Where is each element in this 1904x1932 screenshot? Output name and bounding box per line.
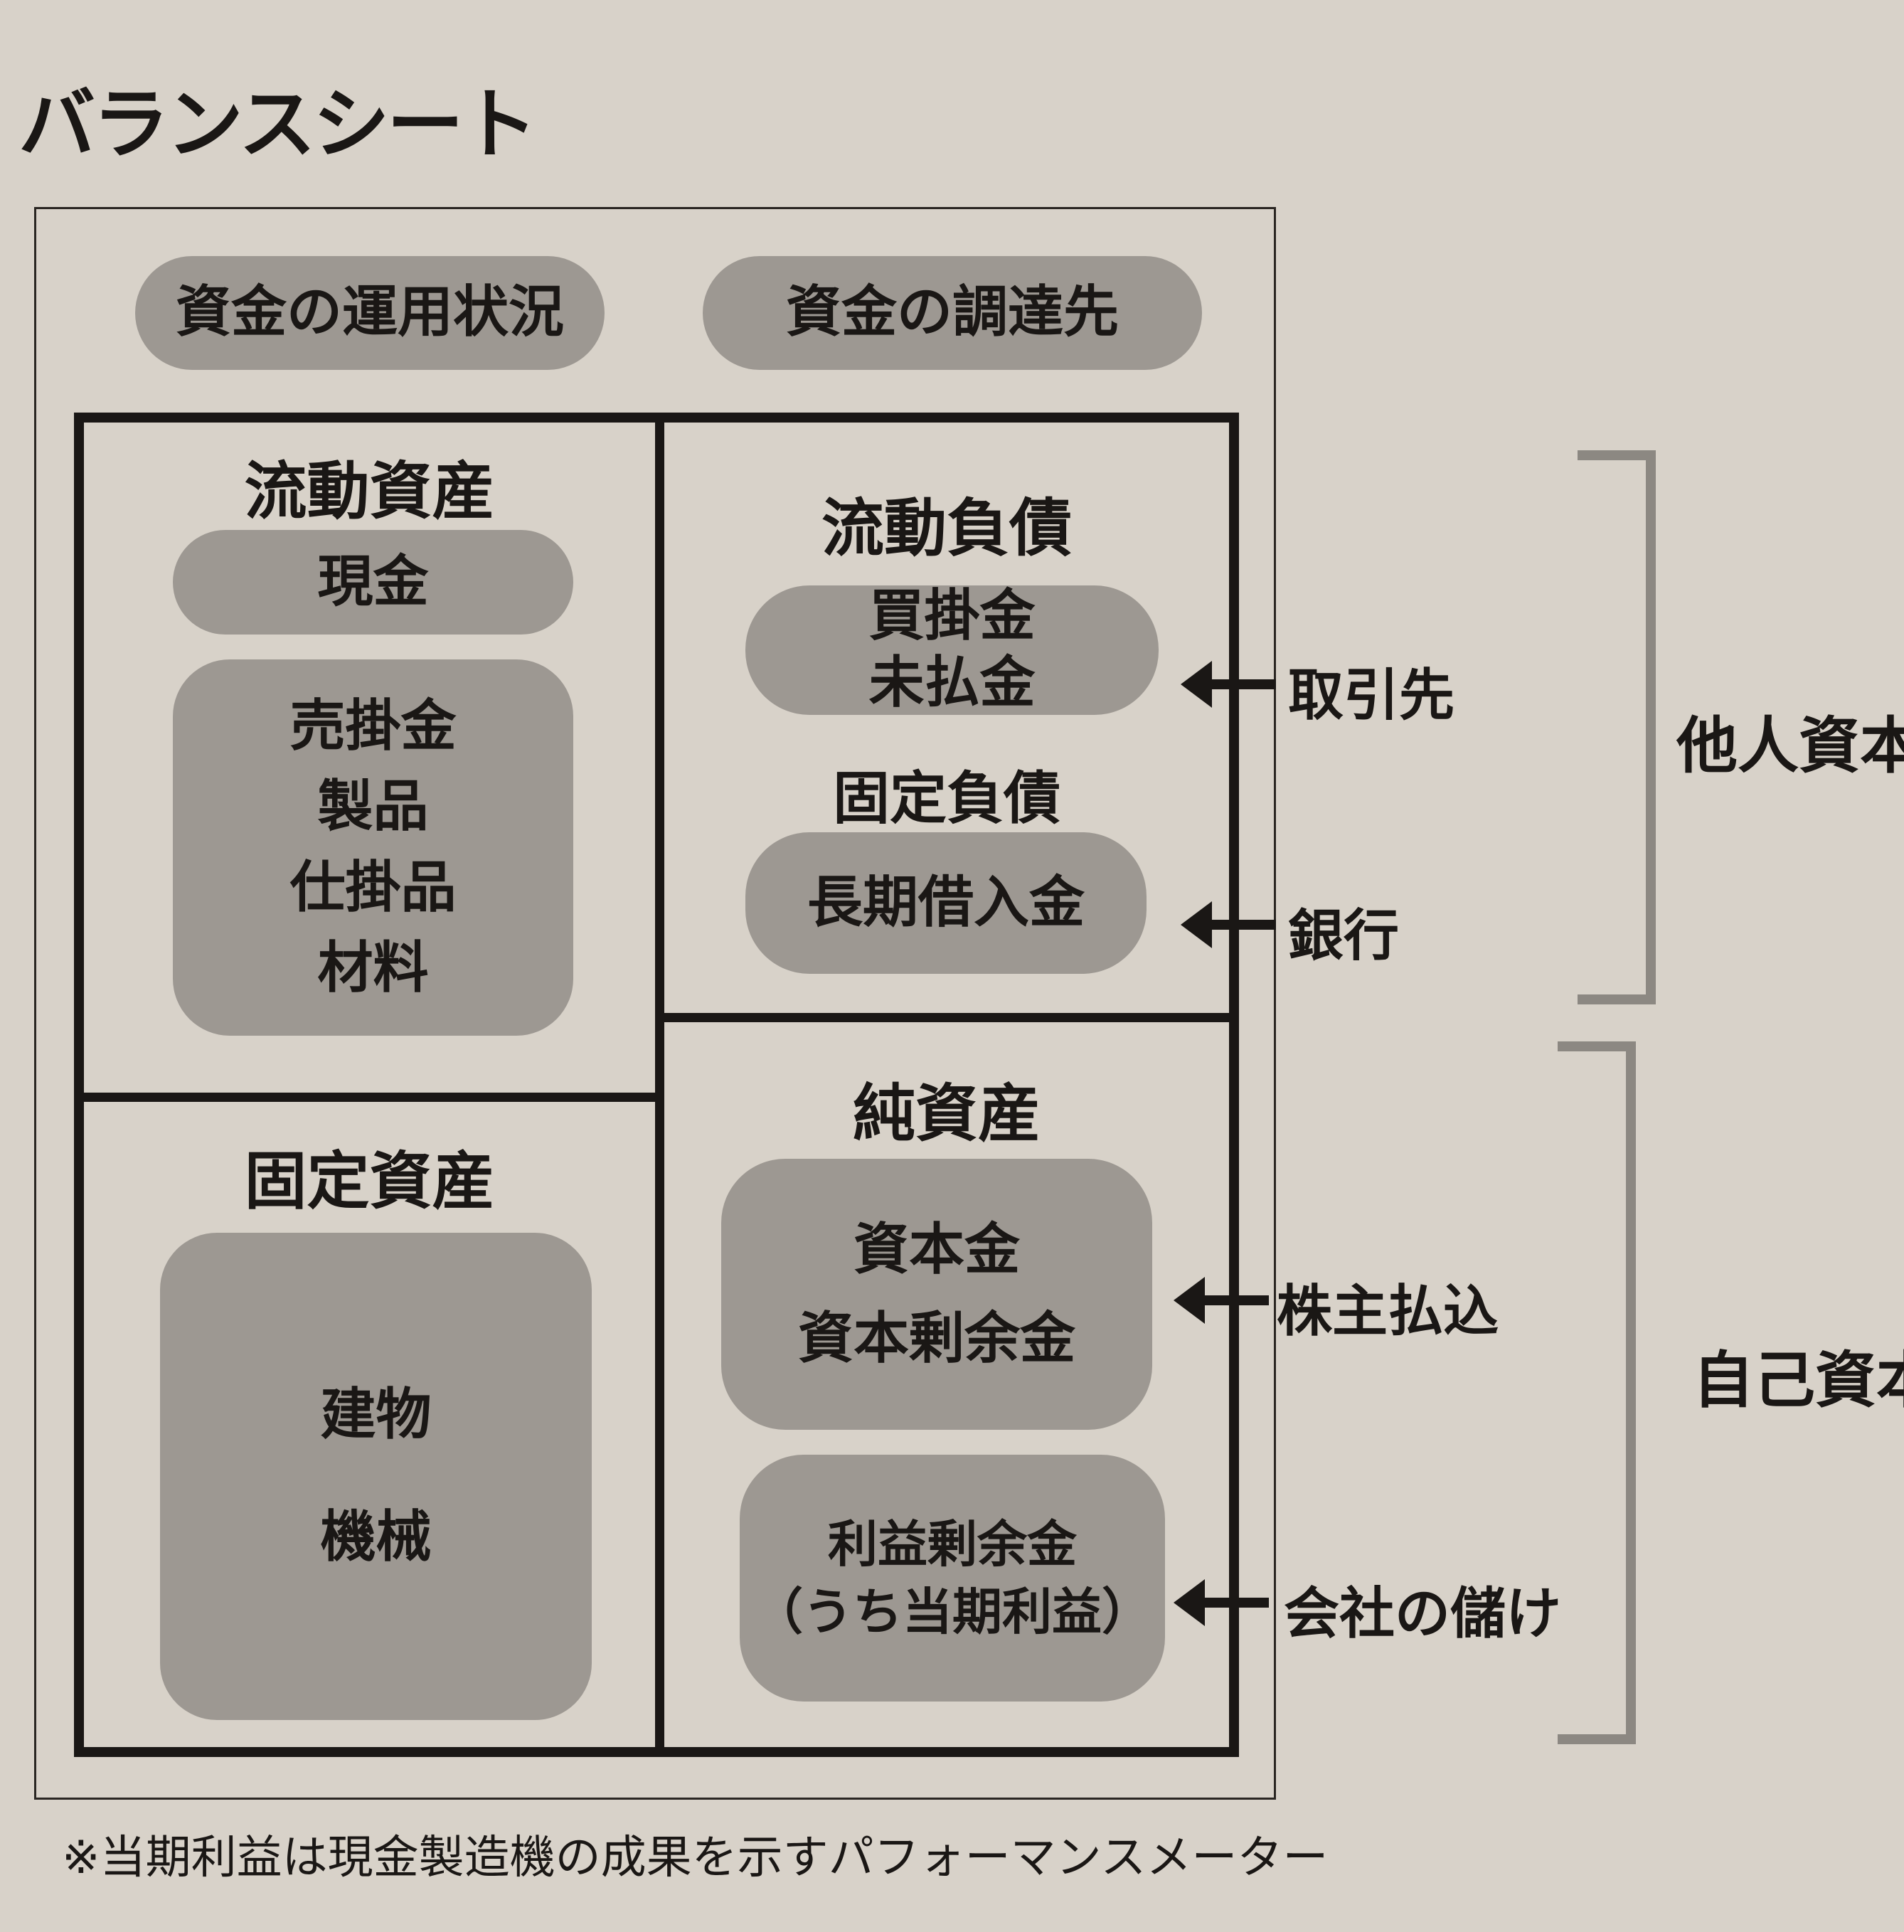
left-divider — [74, 1093, 659, 1102]
center-divider — [655, 413, 664, 1757]
item-materials: 材料 — [317, 935, 429, 1000]
right-divider — [659, 1013, 1239, 1022]
equity-capital-label: 自己資本 — [1693, 1345, 1904, 1416]
cash-block: 現金 — [173, 530, 573, 635]
footnote: ※当期利益は現金製造機の成果を示すパフォーマンスメーター — [62, 1832, 1329, 1884]
diagram-frame — [34, 207, 1276, 1800]
source-bank: 銀行 — [1288, 904, 1400, 968]
item-capital: 資本金 — [853, 1217, 1020, 1282]
item-products: 製品 — [317, 775, 429, 839]
header-uses-of-funds: 資金の運用状況 — [135, 256, 605, 370]
arrow-left-icon — [1174, 1579, 1269, 1626]
current-assets-block: 売掛金 製品 仕掛品 材料 — [173, 659, 573, 1036]
arrow-left-icon — [1181, 661, 1276, 708]
item-current-profit: （うち当期利益） — [753, 1582, 1152, 1641]
item-buildings: 建物 — [320, 1382, 432, 1447]
item-payables: 買掛金 — [868, 584, 1036, 649]
current-liabilities-block: 買掛金 未払金 — [745, 584, 1159, 715]
fixed-liabilities-heading: 固定負債 — [833, 765, 1060, 832]
item-receivables: 売掛金 — [289, 694, 457, 759]
arrow-left-icon — [1174, 1277, 1269, 1324]
source-suppliers: 取引先 — [1288, 664, 1455, 728]
source-company-profit: 会社の儲け — [1284, 1582, 1562, 1646]
current-assets-heading: 流動資産 — [244, 455, 495, 528]
capital-block: 資本金 資本剰余金 — [721, 1159, 1152, 1430]
arrow-left-icon — [1181, 901, 1276, 948]
item-accrued: 未払金 — [868, 651, 1036, 715]
cash-label: 現金 — [317, 549, 429, 614]
borrowed-capital-label: 他人資本 — [1676, 711, 1904, 782]
fixed-assets-heading: 固定資産 — [244, 1145, 495, 1218]
current-liabilities-heading: 流動負債 — [821, 492, 1072, 565]
item-machinery: 機械 — [320, 1504, 432, 1569]
net-assets-heading: 純資産 — [852, 1077, 1041, 1150]
item-capital-surplus: 資本剰余金 — [797, 1306, 1075, 1371]
header-sources-of-funds: 資金の調達先 — [703, 256, 1202, 370]
bracket-borrowed-capital — [1578, 450, 1656, 1004]
retained-earnings-block: 利益剰余金 （うち当期利益） — [740, 1455, 1165, 1702]
long-term-loans-block: 長期借入金 — [745, 832, 1147, 974]
balance-sheet-box — [74, 413, 1239, 1757]
item-wip: 仕掛品 — [289, 855, 457, 920]
source-shareholders: 株主払込 — [1277, 1280, 1499, 1344]
item-long-term-loans: 長期借入金 — [807, 870, 1085, 935]
item-retained-earnings: 利益剰余金 — [828, 1515, 1077, 1573]
fixed-assets-block: 建物 機械 — [160, 1233, 592, 1720]
page-title: バランスシート — [18, 80, 538, 169]
bracket-equity-capital — [1558, 1041, 1636, 1744]
